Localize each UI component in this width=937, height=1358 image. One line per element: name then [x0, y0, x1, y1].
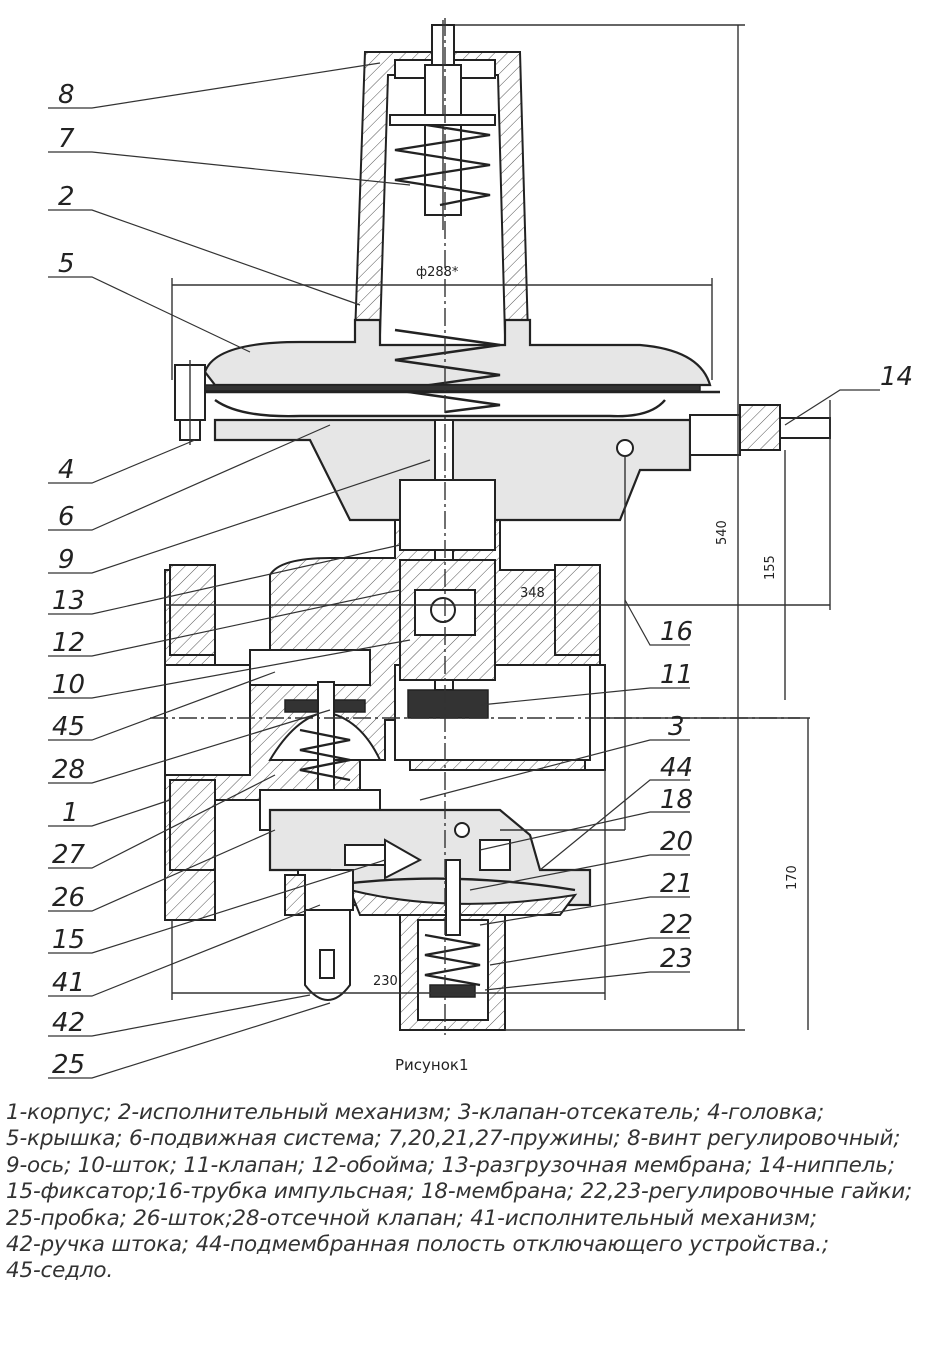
- dim-170: 170: [785, 865, 800, 890]
- spring-housing: [353, 20, 530, 336]
- legend-line: 1-корпус; 2-исполнительный механизм; 3-к…: [6, 1100, 825, 1125]
- callout-15: 15: [52, 925, 85, 955]
- dim-540: 540: [715, 520, 730, 545]
- callout-26: 26: [52, 883, 85, 913]
- callout-23: 23: [660, 944, 693, 974]
- callout-9: 9: [58, 545, 75, 575]
- figure-caption: Рисунок1: [395, 1056, 469, 1074]
- callout-10: 10: [52, 670, 85, 700]
- center-lines: [150, 18, 800, 1035]
- callout-44: 44: [660, 753, 693, 783]
- dim-155: 155: [763, 555, 778, 580]
- legend-line: 25-пробка; 26-шток;28-отсечной клапан; 4…: [6, 1205, 817, 1231]
- callout-42: 42: [52, 1008, 85, 1038]
- dim-348: 348: [520, 586, 545, 601]
- callout-7: 7: [58, 124, 75, 154]
- dimension-lines: [165, 24, 831, 1031]
- leader-lines: [48, 62, 880, 1079]
- valve-section-drawing: ф288* 348 540 155 170 230: [48, 18, 913, 1080]
- callout-28: 28: [52, 755, 85, 785]
- callout-45: 45: [52, 712, 85, 742]
- dim-288: ф288*: [416, 265, 459, 280]
- callout-13: 13: [52, 586, 85, 616]
- callout-3: 3: [668, 712, 685, 742]
- callout-27: 27: [52, 840, 86, 870]
- callout-1: 1: [62, 798, 79, 828]
- callout-18: 18: [660, 785, 693, 815]
- callout-12: 12: [52, 628, 85, 658]
- callout-20: 20: [660, 827, 693, 857]
- legend-line: 9-ось; 10-шток; 11-клапан; 12-обойма; 13…: [6, 1152, 895, 1178]
- callout-4: 4: [58, 455, 75, 485]
- callout-16: 16: [660, 617, 693, 647]
- callout-2: 2: [58, 182, 75, 212]
- legend-line: 15-фиксатор;16-трубка импульсная; 18-мем…: [6, 1179, 913, 1205]
- callout-labels: 8 7 2 5 4 6 9 13 12 10 45 28 1 27 26 15 …: [52, 80, 913, 1080]
- callout-21: 21: [660, 869, 693, 899]
- callout-41: 41: [52, 968, 85, 998]
- legend-line: 5-крышка; 6-подвижная система; 7,20,21,2…: [6, 1126, 901, 1152]
- parts-legend: 1-корпус; 2-исполнительный механизм; 3-к…: [6, 1100, 931, 1285]
- callout-6: 6: [58, 502, 75, 532]
- legend-line: 45-седло.: [6, 1258, 113, 1284]
- main-stem: [399, 419, 496, 719]
- head-bolt: [174, 360, 206, 445]
- lower-cup: [399, 859, 506, 1031]
- cover: [203, 318, 712, 414]
- stem-handle: [284, 869, 354, 1001]
- callout-5: 5: [58, 249, 75, 279]
- legend-line: 42-ручка штока; 44-подмембранная полость…: [6, 1232, 829, 1258]
- callout-25: 25: [52, 1050, 85, 1080]
- callout-11: 11: [660, 660, 693, 690]
- dim-230: 230: [373, 974, 398, 989]
- nipple: [689, 404, 831, 456]
- callout-14: 14: [880, 362, 913, 392]
- callout-8: 8: [58, 80, 75, 110]
- callout-22: 22: [660, 910, 693, 940]
